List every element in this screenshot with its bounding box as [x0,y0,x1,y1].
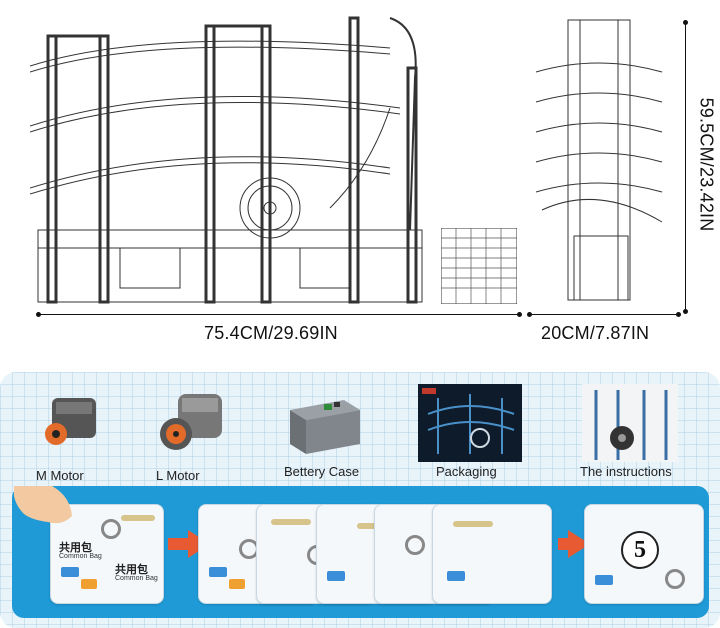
side-view-drawing [535,19,663,301]
width-dimension-line [38,314,520,315]
battery-case-icon [290,400,360,454]
hand-icon [14,486,72,524]
common-bag-subtext: Common Bag [59,553,102,560]
bag-number-badge: 5 [621,531,659,569]
width-dimension-label: 75.4CM/29.69IN [204,323,338,343]
m-motor-label: M Motor [36,468,84,483]
m-motor-icon [45,398,96,445]
axle-part [271,519,311,525]
depth-dimension-label: 20CM/7.87IN [541,323,650,343]
brick-part [595,575,613,585]
depth-dimension-start [527,312,532,317]
brick-part [209,567,227,577]
brick-part [327,571,345,581]
numbered-bag: 5 [584,504,704,604]
common-bag-subtext-2: Common Bag [115,575,158,582]
width-dimension-start [36,312,41,317]
battery-case-label: Bettery Case [284,464,360,479]
width-dimension-end [517,312,522,317]
arrow-shaft [558,538,570,550]
axle-part [453,521,493,527]
height-dimension-start [683,20,688,25]
common-bag: 共用包 Common Bag 共用包 Common Bag [50,504,164,604]
arrow-shaft [168,538,190,550]
height-dimension-line [685,22,686,312]
front-view-drawing [30,16,423,304]
gear-part [665,569,685,589]
parts-bags-strip: 共用包 Common Bag 共用包 Common Bag [12,486,709,618]
depth-dimension-line [529,314,679,315]
brick-part [447,571,465,581]
height-dimension-end [683,309,688,314]
depth-dimension-end [676,312,681,317]
brick-part [61,567,79,577]
instructions-label: The instructions [580,464,672,479]
brick-part [229,579,245,589]
parts-bag [432,504,552,604]
common-bag-text: 共用包 [59,542,92,554]
height-dimension-label: 59.5CM/23.42IN [696,97,717,232]
common-bag-text-2: 共用包 [115,564,148,576]
packaging-image [418,384,522,462]
package-contents-panel: M Motor L Motor Bettery Case Packaging [0,372,720,628]
gear-part [405,535,425,555]
l-motor-icon [160,394,222,450]
brick-part [81,579,97,589]
axle-part [121,515,155,521]
front-view-block [441,228,517,304]
instructions-image [582,384,678,462]
l-motor-label: L Motor [156,468,200,483]
gear-part [101,519,121,539]
packaging-label: Packaging [436,464,497,479]
